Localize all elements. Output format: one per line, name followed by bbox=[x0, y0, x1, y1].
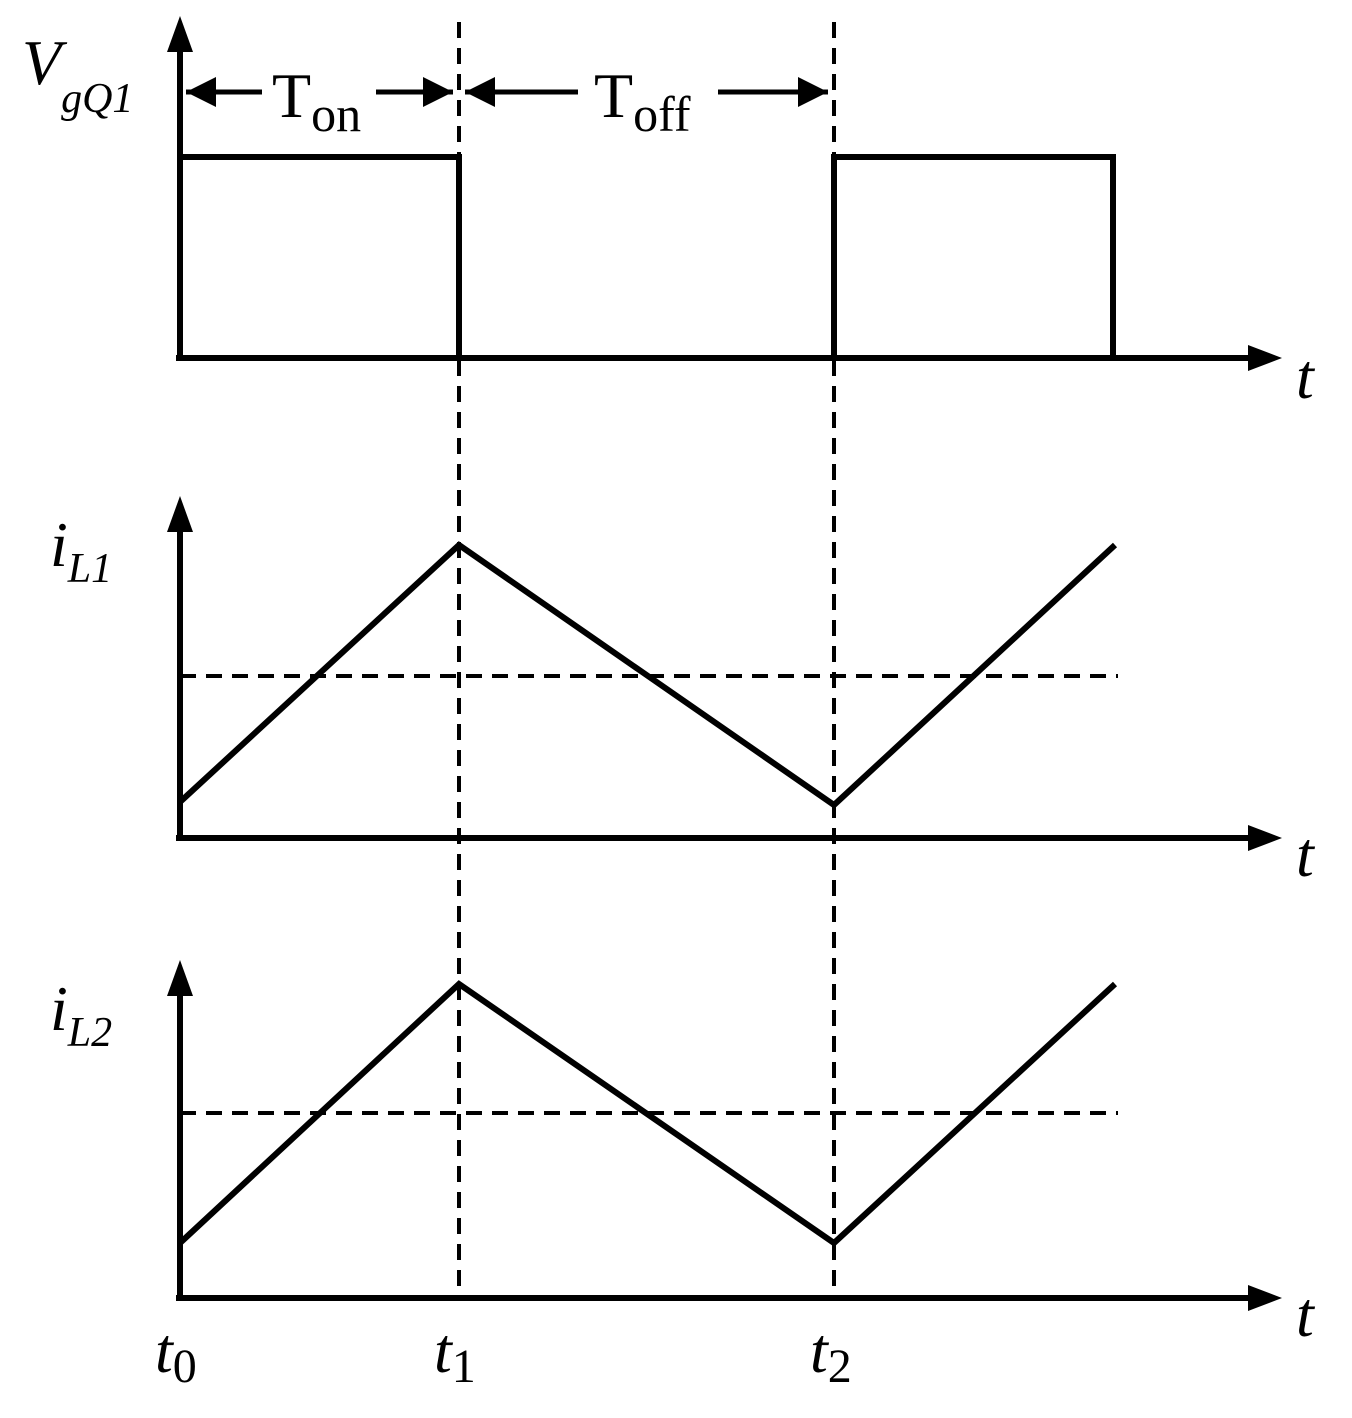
vgq1-pulse-2 bbox=[831, 154, 1116, 358]
il1-x-axis-arrow bbox=[1248, 825, 1282, 851]
panel-il1: iL1 t bbox=[50, 496, 1316, 890]
il2-triangle-waveform bbox=[177, 980, 1118, 1247]
toff-label: Toff bbox=[594, 60, 691, 142]
il1-triangle-waveform bbox=[177, 541, 1118, 809]
il2-y-label: iL2 bbox=[50, 973, 112, 1056]
vgq1-x-label: t bbox=[1296, 341, 1316, 412]
vgq1-y-label: VgQ1 bbox=[22, 27, 133, 122]
ton-label: Ton bbox=[272, 60, 361, 142]
il2-x-axis-arrow bbox=[1248, 1285, 1282, 1311]
vgq1-x-axis-arrow bbox=[1248, 345, 1282, 371]
panel-il2: iL2 t bbox=[50, 960, 1316, 1350]
il2-y-axis-arrow bbox=[167, 960, 193, 996]
vgq1-pulse-1 bbox=[177, 154, 462, 358]
vgq1-y-axis-arrow bbox=[167, 16, 193, 52]
il1-y-label: iL1 bbox=[50, 509, 112, 592]
il1-x-label: t bbox=[1296, 819, 1316, 890]
t0-label: t0 bbox=[155, 1315, 197, 1393]
panel-vgq1: VgQ1 Ton Toff t bbox=[22, 16, 1316, 412]
t2-label: t2 bbox=[810, 1315, 852, 1393]
il1-y-axis-arrow bbox=[167, 496, 193, 532]
il2-x-label: t bbox=[1296, 1279, 1316, 1350]
t1-label: t1 bbox=[434, 1315, 476, 1393]
